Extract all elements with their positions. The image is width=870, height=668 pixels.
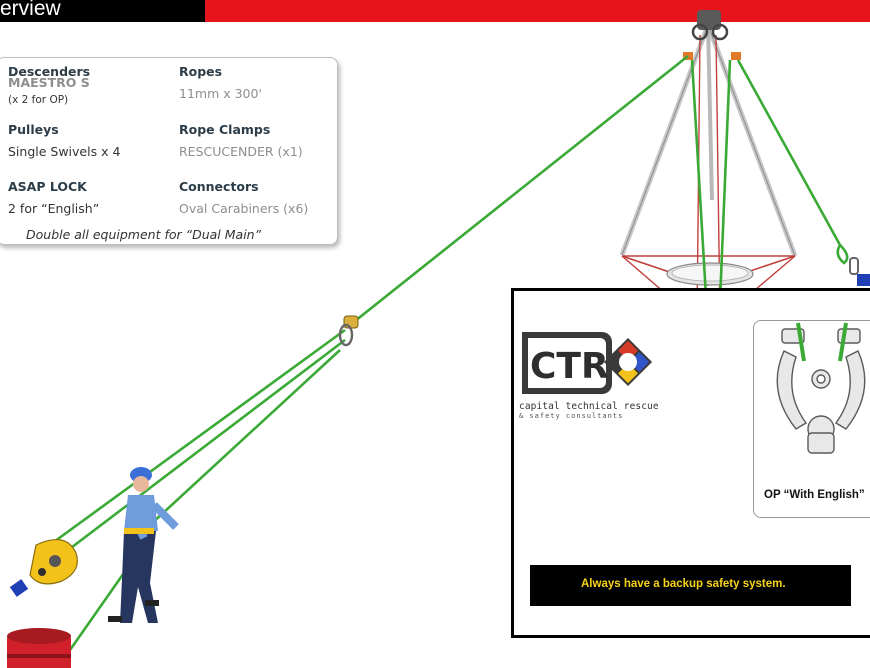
descenders-value: MAESTRO S: [8, 75, 90, 90]
connectors-value: Oval Carabiners (x6): [179, 201, 309, 216]
asap-lock-label: ASAP LOCK: [8, 179, 87, 194]
op-card-label: OP “With English”: [764, 489, 865, 501]
equipment-footnote: Double all equipment for “Dual Main”: [26, 227, 262, 242]
ctr-logo-tagline: & safety consultants: [519, 412, 624, 420]
rope-bag: [7, 628, 71, 668]
ctr-logo: CTR: [516, 328, 656, 424]
page-title: erview: [0, 0, 61, 20]
asap-lock-value: 2 for “English”: [8, 201, 100, 216]
pulleys-label: Pulleys: [8, 122, 59, 137]
ctr-logo-name: capital technical rescue: [519, 401, 659, 412]
op-card: [753, 320, 870, 518]
warning-banner: [530, 565, 851, 606]
rescuer-figure: [108, 467, 179, 623]
ropes-label: Ropes: [179, 64, 223, 79]
rope-clamps-label: Rope Clamps: [179, 122, 271, 137]
maestro-descender: [9, 538, 78, 597]
descenders-note: (x 2 for OP): [8, 94, 69, 106]
tripod-pulley-right: [731, 52, 741, 60]
anchor-strap: [857, 274, 870, 286]
equipment-card: [0, 57, 338, 245]
ropes-value: 11mm x 300': [179, 86, 262, 101]
descenders-label: Descenders: [8, 64, 91, 79]
rope-clamps-value: RESCUCENDER (x1): [179, 144, 303, 159]
mid-pulley: [338, 315, 359, 347]
tripod: [619, 10, 798, 331]
ctr-logo-letters: CTR: [530, 346, 609, 387]
header-bar-black: erview: [0, 0, 205, 22]
warning-text: Always have a backup safety system.: [581, 578, 786, 590]
connectors-label: Connectors: [179, 179, 259, 194]
pulleys-value: Single Swivels x 4: [8, 144, 121, 159]
